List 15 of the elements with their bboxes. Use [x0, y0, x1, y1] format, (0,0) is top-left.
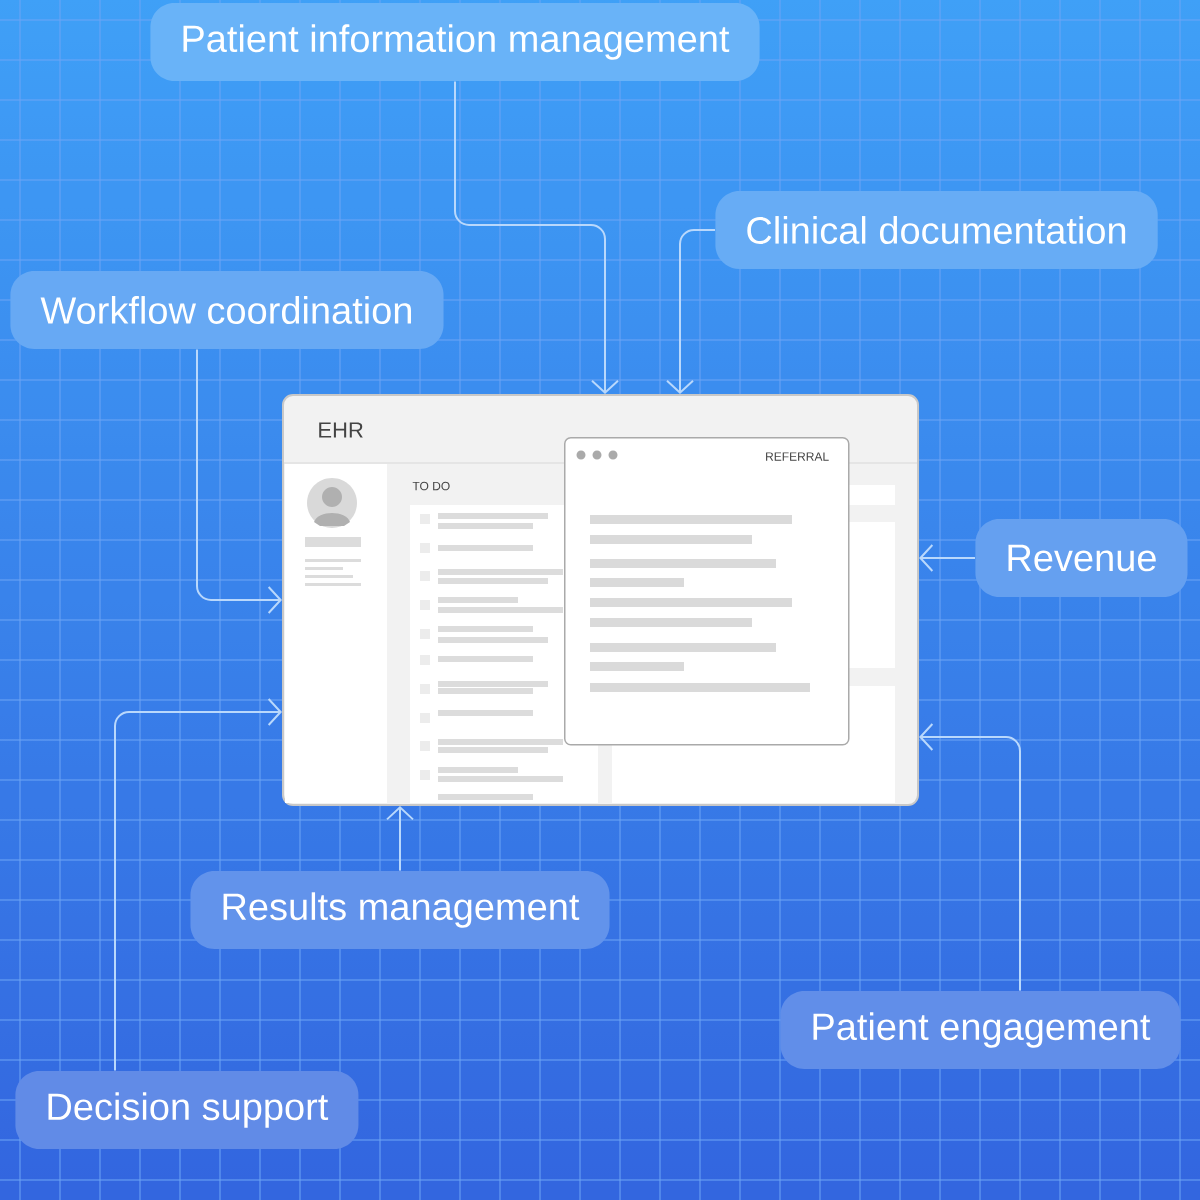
section-heading: TO DO	[412, 481, 450, 491]
label-pill: Decision support	[15, 1071, 359, 1149]
arrow	[386, 806, 414, 872]
arrow	[454, 80, 619, 394]
label-pill: Workflow coordination	[10, 271, 444, 349]
arrow	[114, 698, 282, 1072]
arrow	[196, 348, 282, 614]
label-pill: Clinical documentation	[715, 191, 1158, 269]
label-pill: Patient information management	[150, 3, 760, 81]
arrow	[919, 544, 976, 572]
arrow	[666, 229, 716, 394]
label-pill: Revenue	[975, 519, 1188, 597]
arrow	[919, 723, 1021, 992]
label-pill: Patient engagement	[780, 991, 1181, 1069]
label-pill: Results management	[190, 871, 610, 949]
